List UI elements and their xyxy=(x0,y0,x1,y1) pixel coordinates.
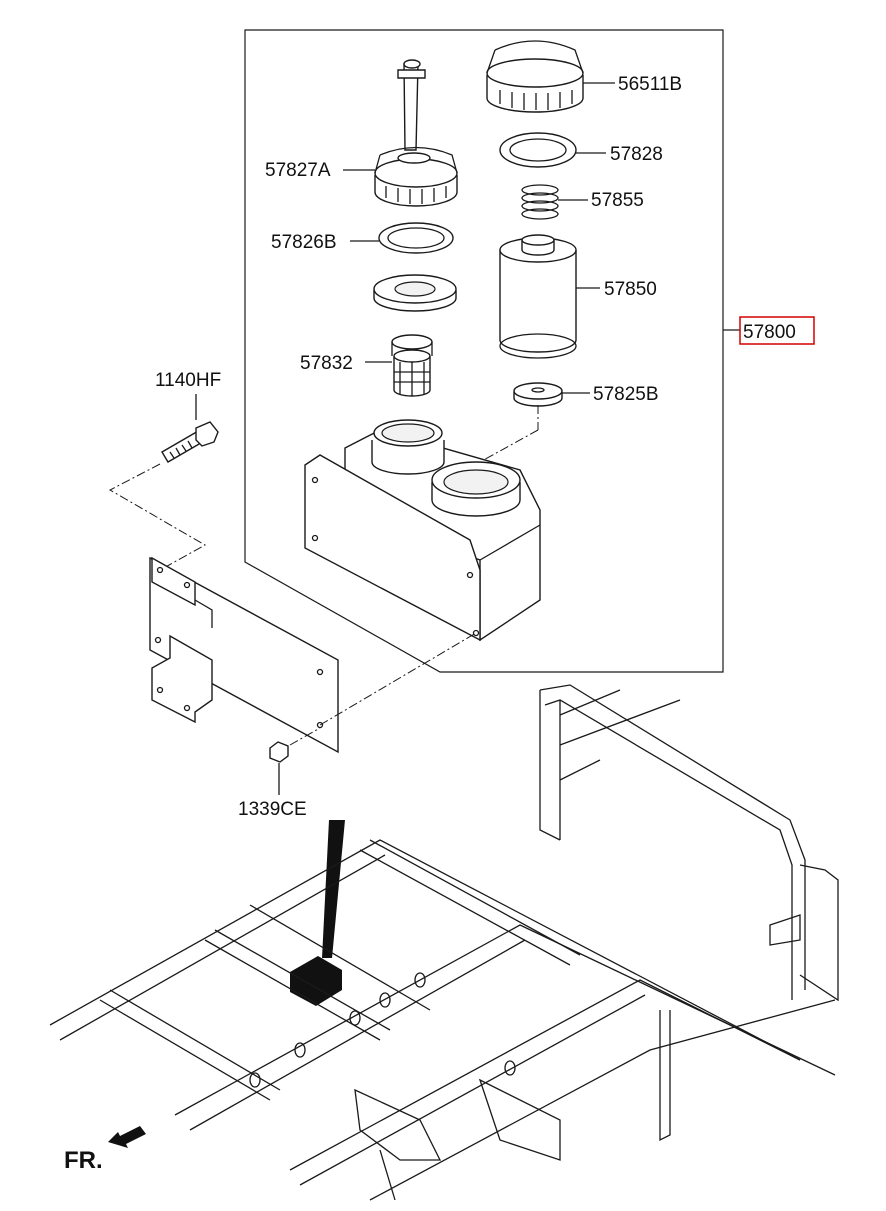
adapter-ring-part[interactable] xyxy=(373,274,457,312)
label-57828: 57828 xyxy=(610,144,663,165)
direction-label: FR. xyxy=(64,1147,103,1174)
reservoir-tank[interactable] xyxy=(304,419,541,642)
vehicle-frame xyxy=(49,684,839,1201)
filter-element-part[interactable] xyxy=(499,234,577,359)
assembly-highlight-box xyxy=(739,316,815,345)
label-57827A: 57827A xyxy=(265,160,331,181)
label-57826B: 57826B xyxy=(271,232,337,253)
nut-part[interactable] xyxy=(269,741,289,763)
location-marker-part xyxy=(290,956,342,1006)
label-56511B: 56511B xyxy=(618,74,682,95)
main-cap-part[interactable] xyxy=(486,40,584,113)
assembly-boundary xyxy=(244,29,724,673)
front-arrow-icon xyxy=(108,1126,146,1148)
main-gasket-part[interactable] xyxy=(499,132,577,168)
label-57832: 57832 xyxy=(300,353,353,374)
location-pointer xyxy=(322,820,345,958)
mounting-bracket[interactable] xyxy=(149,556,339,754)
bolt-part[interactable] xyxy=(161,421,219,463)
seat-part[interactable] xyxy=(513,382,563,407)
spring-part[interactable] xyxy=(521,184,559,220)
label-57855: 57855 xyxy=(591,190,644,211)
label-1140HF: 1140HF xyxy=(155,370,221,391)
label-57800[interactable]: 57800 xyxy=(743,322,796,343)
label-1339CE: 1339CE xyxy=(238,799,307,820)
small-cap-part[interactable] xyxy=(374,59,458,207)
label-57850: 57850 xyxy=(604,279,657,300)
strainer-part[interactable] xyxy=(391,334,433,397)
label-57825B: 57825B xyxy=(593,384,659,405)
small-gasket-part[interactable] xyxy=(378,222,454,254)
